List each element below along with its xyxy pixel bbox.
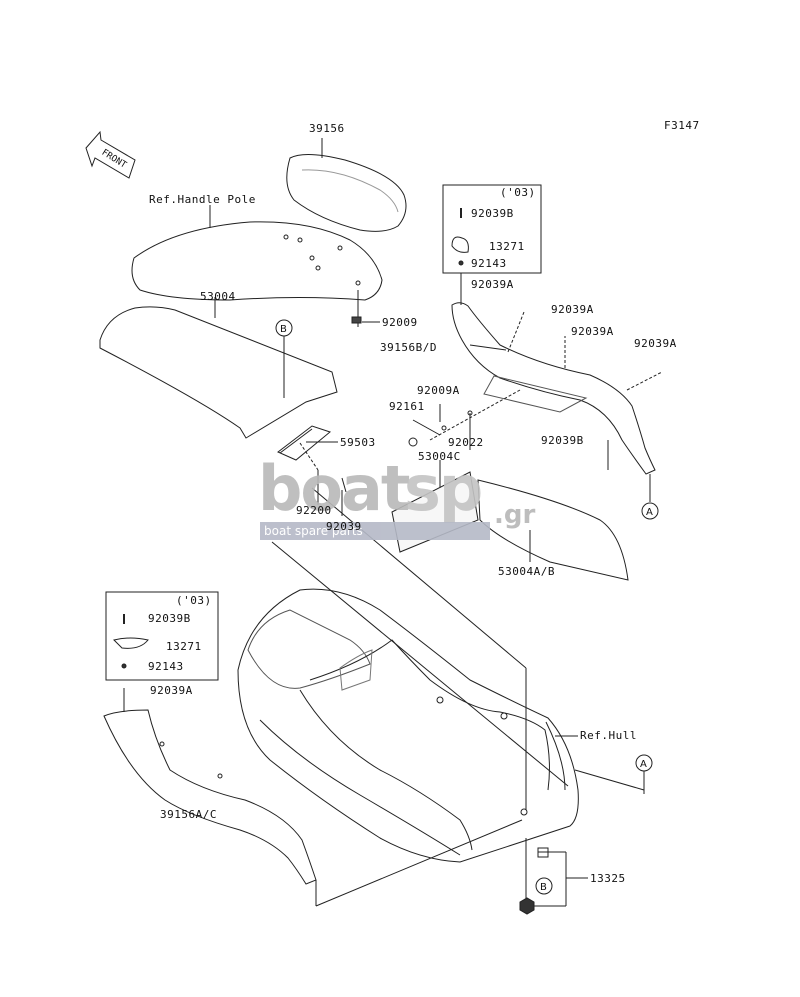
label-53004AB: 53004A/B (498, 565, 555, 578)
label-ref-handle-pole: Ref.Handle Pole (149, 193, 256, 206)
label-53004: 53004 (200, 290, 236, 303)
box1-year: ('03) (500, 186, 536, 199)
callout-b-lower (535, 877, 553, 895)
svg-text:B: B (540, 882, 547, 893)
label-92039B: 92039B (541, 434, 584, 447)
svg-text:A: A (646, 507, 653, 518)
part-53004-mat (99, 306, 338, 439)
part-39156BD-side-cover (451, 302, 656, 475)
box1-label-13271: 13271 (489, 240, 525, 253)
label-92161: 92161 (389, 400, 425, 413)
part-92009-bolt (351, 315, 380, 327)
label-ref-hull: Ref.Hull (580, 729, 637, 742)
label-92039A-3: 92039A (571, 325, 614, 338)
part-handle-pole (131, 221, 383, 301)
label-13325: 13325 (590, 872, 626, 885)
watermark-logo: boat sp .gr boat spare parts (258, 452, 548, 544)
box-03-lower (105, 591, 219, 681)
svg-text:A: A (640, 759, 647, 770)
front-arrow-icon: FRONT (85, 130, 136, 179)
label-59503: 59503 (340, 436, 376, 449)
part-59503-strip (277, 425, 338, 461)
box2-label-92143: 92143 (148, 660, 184, 673)
box-03-upper (442, 184, 542, 274)
label-92039A-4: 92039A (634, 337, 677, 350)
label-53004C: 53004C (418, 450, 461, 463)
label-92039A-2: 92039A (551, 303, 594, 316)
box2-year: ('03) (176, 594, 212, 607)
watermark-brand-sp: sp (404, 452, 483, 525)
watermark-tagline: boat spare parts (260, 522, 490, 540)
label-92039: 92039 (326, 520, 362, 533)
label-39156BD: 39156B/D (380, 341, 437, 354)
label-92022: 92022 (448, 436, 484, 449)
figure-code: F3147 (664, 119, 700, 132)
hardware-washers (408, 389, 521, 450)
box1-label-92039B: 92039B (471, 207, 514, 220)
label-92039A-1: 92039A (471, 278, 514, 291)
watermark-brand: boat (258, 452, 410, 525)
box2-label-13271: 13271 (166, 640, 202, 653)
part-53004AB-pad (477, 479, 629, 581)
part-39156-seat-cushion (286, 154, 407, 232)
watermark-tld: .gr (494, 500, 536, 530)
part-39156AC-side-cover (103, 709, 317, 885)
label-92200: 92200 (296, 504, 332, 517)
label-39156: 39156 (309, 122, 345, 135)
box1-label-92143: 92143 (471, 257, 507, 270)
part-hull (237, 588, 579, 863)
label-92039A-5: 92039A (150, 684, 193, 697)
label-92009: 92009 (382, 316, 418, 329)
svg-text:B: B (280, 324, 287, 335)
label-39156AC: 39156A/C (160, 808, 217, 821)
box2-label-92039B: 92039B (148, 612, 191, 625)
part-13325-drain-plug (519, 838, 588, 915)
label-92009A: 92009A (417, 384, 460, 397)
callout-a-upper (641, 502, 659, 520)
